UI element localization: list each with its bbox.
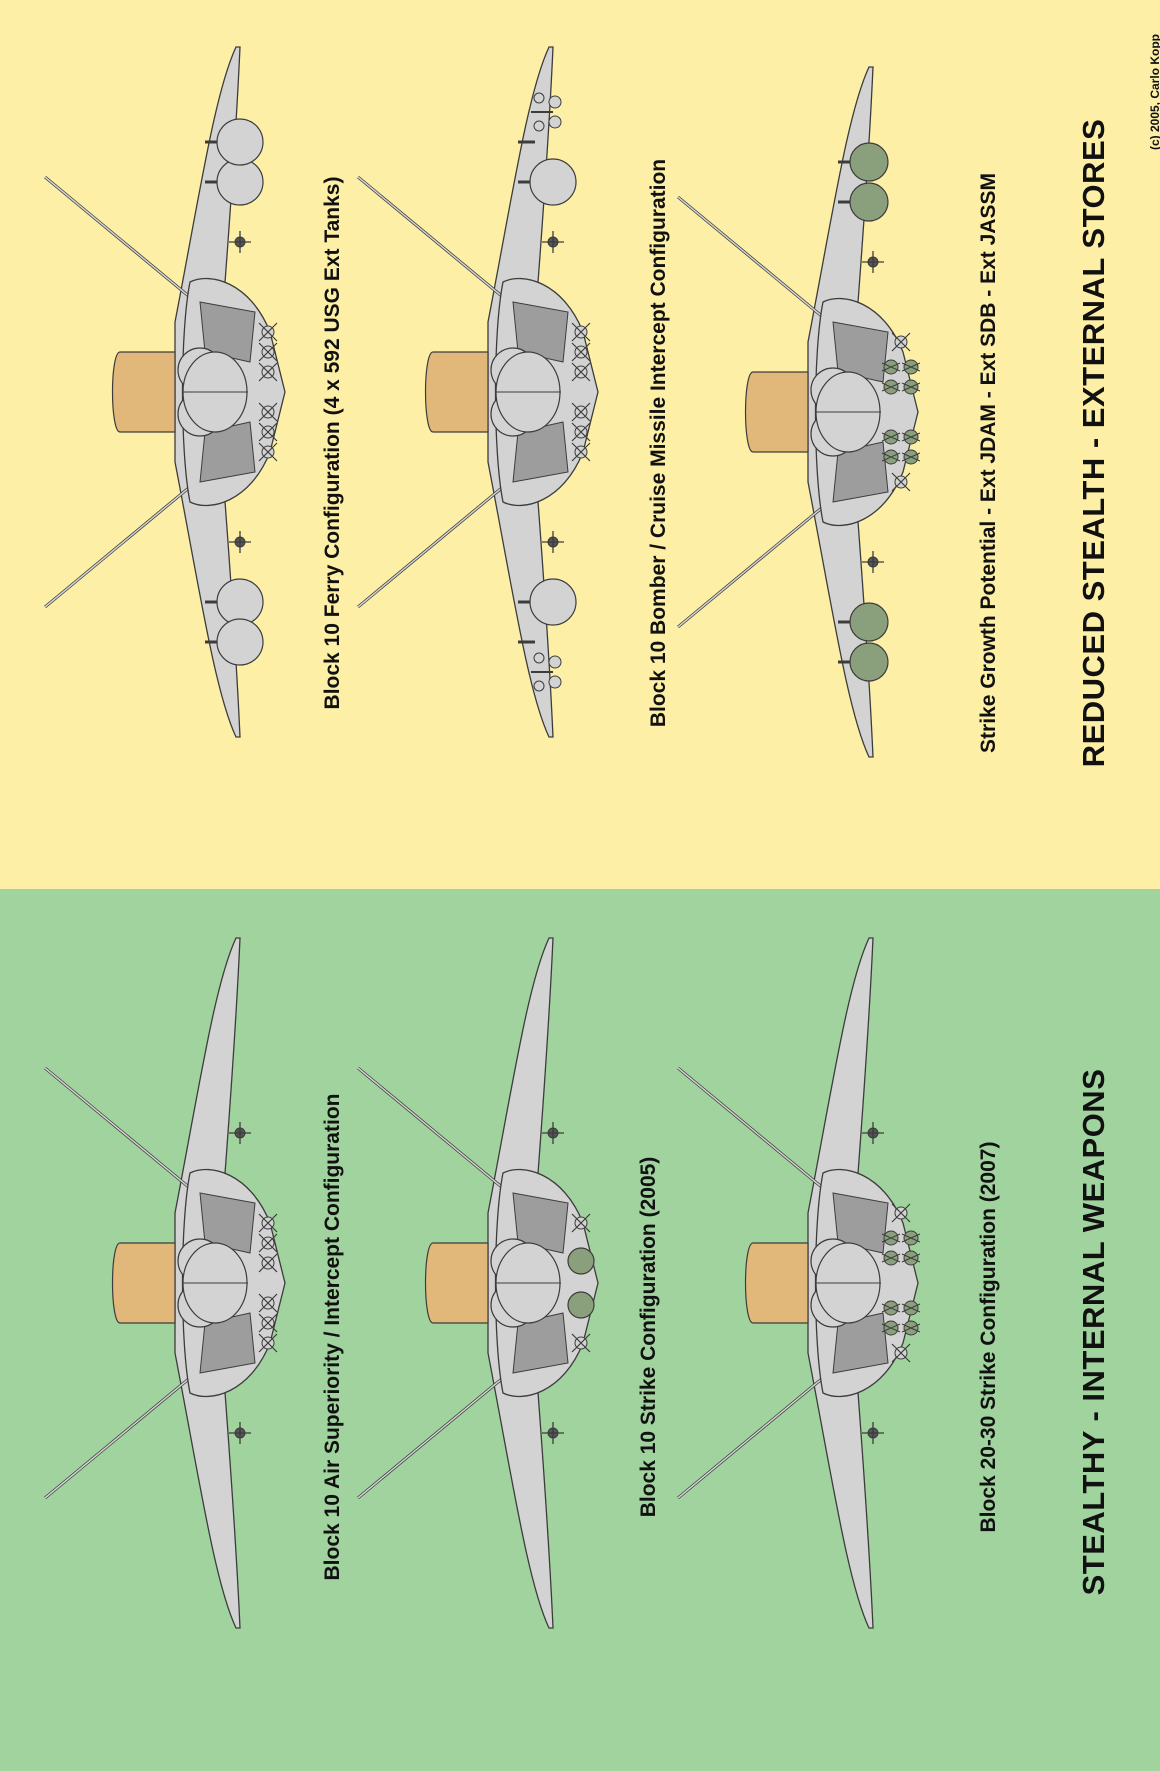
external-fuel-tank bbox=[217, 159, 263, 205]
aim120-missile bbox=[259, 1314, 277, 1332]
radome bbox=[746, 1243, 809, 1323]
aim120-missile bbox=[572, 443, 590, 461]
aim120-missile bbox=[572, 423, 590, 441]
aim9-missile bbox=[229, 231, 251, 253]
aim120-missile bbox=[259, 403, 277, 421]
caption-block10-strike-config: Block 10 Strike Configuration (2005) bbox=[636, 957, 662, 1717]
section-title-external-stores: REDUCED STEALTH - EXTERNAL STORES bbox=[1075, 13, 1113, 873]
radome bbox=[426, 1243, 489, 1323]
external-jassm bbox=[850, 603, 888, 641]
radome bbox=[426, 352, 489, 432]
aim9-missile bbox=[542, 1422, 564, 1444]
copyright-text: (c) 2005, Carlo Kopp bbox=[1147, 22, 1160, 162]
external-fuel-tank bbox=[530, 579, 576, 625]
jdam-bomb bbox=[568, 1292, 594, 1318]
aim120-missile bbox=[572, 343, 590, 361]
caption-air-superiority-config: Block 10 Air Superiority / Intercept Con… bbox=[320, 957, 346, 1717]
aircraft-ferry-config bbox=[0, 0, 320, 787]
panel-stealthy: Block 10 Air Superiority / Intercept Con… bbox=[0, 889, 1160, 1771]
aim9-missile bbox=[862, 1422, 884, 1444]
radome bbox=[113, 352, 176, 432]
jdam-bomb bbox=[568, 1248, 594, 1274]
aim9-missile bbox=[542, 231, 564, 253]
aim120-missile bbox=[892, 473, 910, 491]
external-jassm bbox=[850, 643, 888, 681]
external-fuel-tank bbox=[217, 619, 263, 665]
aim120-missile bbox=[892, 333, 910, 351]
external-fuel-tank bbox=[217, 579, 263, 625]
aim120-missile bbox=[259, 443, 277, 461]
aim9-missile bbox=[542, 1122, 564, 1144]
external-jassm bbox=[850, 183, 888, 221]
aim9-missile bbox=[229, 1422, 251, 1444]
section-title-internal-weapons: STEALTHY - INTERNAL WEAPONS bbox=[1075, 972, 1113, 1692]
aircraft-block10-strike-config bbox=[313, 888, 633, 1678]
radome bbox=[113, 1243, 176, 1323]
aircraft-strike-growth-config bbox=[633, 17, 953, 807]
caption-ferry-config: Block 10 Ferry Configuration (4 x 592 US… bbox=[320, 63, 346, 823]
aim120-missile bbox=[572, 1334, 590, 1352]
external-fuel-tank bbox=[530, 159, 576, 205]
aim9-missile bbox=[862, 1122, 884, 1144]
aim120-missile bbox=[259, 343, 277, 361]
radome bbox=[746, 372, 809, 452]
caption-bomber-intercept-config: Block 10 Bomber / Cruise Missile Interce… bbox=[646, 63, 672, 823]
aircraft-bomber-intercept-config bbox=[313, 0, 633, 787]
caption-block20-30-strike-config: Block 20-30 Strike Configuration (2007) bbox=[976, 957, 1002, 1717]
aim120-missile bbox=[259, 1214, 277, 1232]
aim120-missile bbox=[572, 363, 590, 381]
aim120-missile bbox=[259, 363, 277, 381]
aircraft-air-superiority-config bbox=[0, 888, 320, 1678]
external-jassm bbox=[850, 143, 888, 181]
aim120-missile bbox=[259, 1254, 277, 1272]
aim120-missile bbox=[259, 423, 277, 441]
aim120-missile bbox=[259, 323, 277, 341]
aim9-missile bbox=[862, 551, 884, 573]
external-fuel-tank bbox=[217, 119, 263, 165]
caption-strike-growth-config: Strike Growth Potential - Ext JDAM - Ext… bbox=[976, 83, 1002, 843]
aim9-missile bbox=[229, 1122, 251, 1144]
aim120-missile bbox=[259, 1234, 277, 1252]
aim120-missile bbox=[572, 323, 590, 341]
aim120-missile bbox=[259, 1334, 277, 1352]
panel-reduced-stealth: Block 10 Ferry Configuration (4 x 592 US… bbox=[0, 0, 1160, 889]
aim9-missile bbox=[862, 251, 884, 273]
aim120-missile bbox=[572, 1214, 590, 1232]
aim120-missile bbox=[572, 403, 590, 421]
aim9-missile bbox=[229, 531, 251, 553]
aim120-missile bbox=[892, 1204, 910, 1222]
aircraft-block20-30-strike-config bbox=[633, 888, 953, 1678]
aim120-missile bbox=[892, 1344, 910, 1362]
aim9-missile bbox=[542, 531, 564, 553]
aim120-missile bbox=[259, 1294, 277, 1312]
